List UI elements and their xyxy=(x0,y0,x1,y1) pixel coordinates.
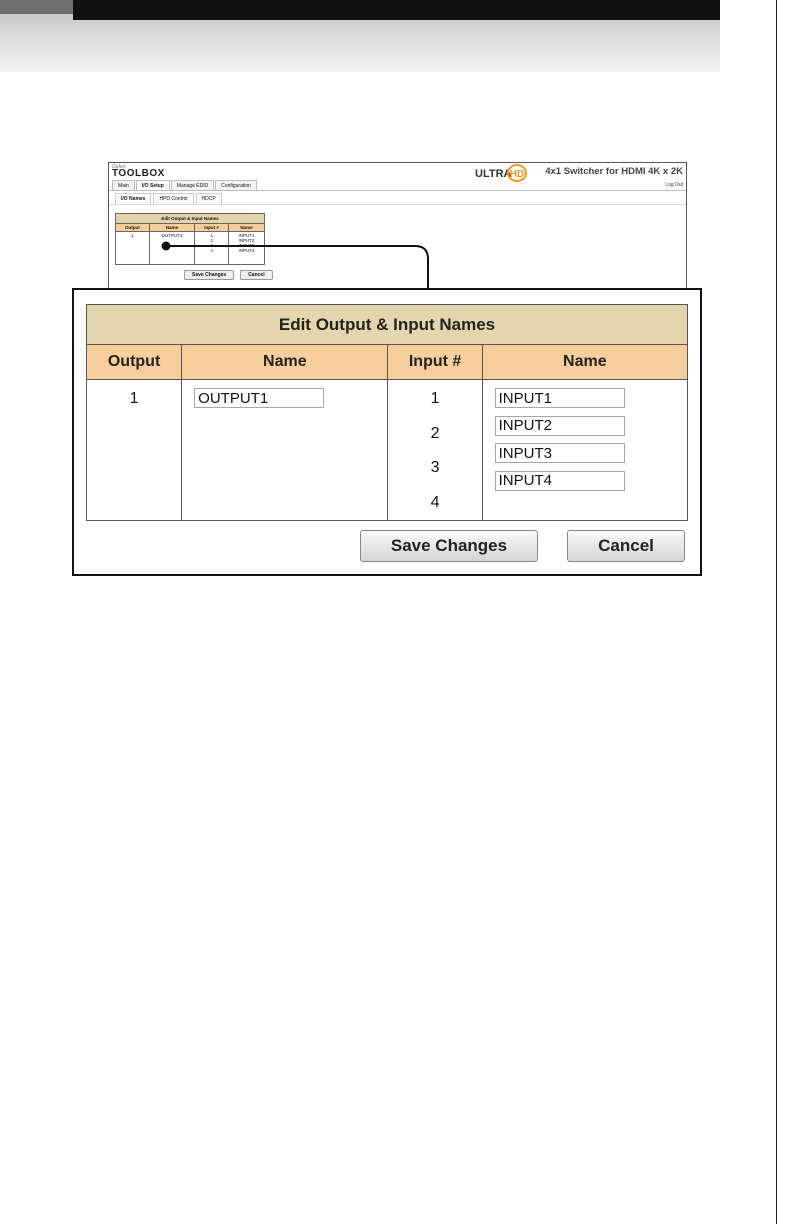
input-name-field[interactable] xyxy=(494,470,625,491)
input-name-field[interactable] xyxy=(494,415,625,436)
mini-tab-configuration[interactable]: Configuration xyxy=(215,180,257,191)
header-output-name: Name xyxy=(181,344,389,380)
mini-save-button[interactable]: Save Changes xyxy=(184,270,235,280)
mini-output-number: 1 xyxy=(115,231,150,265)
mini-logout-link[interactable]: Log Out xyxy=(665,182,683,188)
mini-input-number: 2 xyxy=(210,238,213,243)
input-name-field[interactable] xyxy=(494,388,625,408)
mini-tab-main[interactable]: Main xyxy=(112,180,135,191)
table-title: Edit Output & Input Names xyxy=(86,304,688,345)
mini-tab-io-setup[interactable]: I/O Setup xyxy=(135,180,170,191)
output-number-cell: 1 xyxy=(85,379,183,521)
mini-input-name[interactable]: INPUT4 xyxy=(238,248,255,253)
page-edge-rule xyxy=(776,0,777,1224)
mini-tab-manage-edid[interactable]: Manage EDID xyxy=(170,180,215,191)
mini-output-name[interactable]: OUTPUT1 xyxy=(148,231,196,265)
mini-header-input: Input # xyxy=(194,223,229,232)
mini-table-title: Edit Output & Input Names xyxy=(115,213,265,224)
mini-logo-small: Gefen xyxy=(112,164,126,170)
mini-tab-bar: Main I/O Setup Manage EDID Configuration xyxy=(112,180,258,191)
mini-cancel-button[interactable]: Cancel xyxy=(240,270,273,280)
mini-names-table: Edit Output & Input Names Output Name In… xyxy=(115,213,266,265)
input-number: 3 xyxy=(430,459,440,476)
input-number-cell: 1 2 3 4 xyxy=(387,379,483,521)
mini-logo: TOOLBOX xyxy=(112,168,165,179)
mini-input-number: 4 xyxy=(210,248,213,253)
output-name-field[interactable] xyxy=(194,388,325,408)
mini-input-name[interactable]: INPUT2 xyxy=(238,238,255,243)
input-number: 1 xyxy=(430,390,440,407)
mini-brand-hd-icon: HD xyxy=(507,164,527,182)
mini-screenshot: Gefen TOOLBOX ULTRA HD 4x1 Switcher for … xyxy=(108,162,687,290)
mini-input-names: INPUT1 INPUT2 INPUT3 INPUT4 xyxy=(227,231,266,265)
mini-input-numbers: 1 2 3 4 xyxy=(194,231,229,265)
mini-button-row: Save Changes Cancel xyxy=(184,270,273,280)
output-number: 1 xyxy=(129,390,139,407)
header-input-name: Name xyxy=(481,344,689,380)
page-header-bar xyxy=(73,0,720,20)
zoomed-panel: Edit Output & Input Names Output Name In… xyxy=(72,288,702,576)
input-name-field[interactable] xyxy=(494,443,625,463)
mini-product-title: 4x1 Switcher for HDMI 4K x 2K xyxy=(545,166,683,177)
header-input-number: Input # xyxy=(387,344,483,380)
mini-header-output: Output xyxy=(115,223,150,232)
header-output: Output xyxy=(85,344,183,380)
mini-input-number: 1 xyxy=(210,233,213,238)
input-name-cell xyxy=(481,379,689,521)
mini-header-name: Name xyxy=(227,223,266,232)
cancel-button[interactable]: Cancel xyxy=(567,530,685,562)
output-name-cell xyxy=(181,379,389,521)
mini-input-name[interactable]: INPUT1 xyxy=(238,233,255,238)
input-number: 2 xyxy=(430,424,440,442)
save-changes-button[interactable]: Save Changes xyxy=(360,530,538,562)
mini-divider xyxy=(109,190,686,191)
mini-header-name: Name xyxy=(148,223,196,232)
mini-brand-ultra: ULTRA xyxy=(475,168,512,180)
names-table: Edit Output & Input Names Output Name In… xyxy=(85,304,689,521)
input-number: 4 xyxy=(430,493,440,511)
page-header-stripe xyxy=(0,0,73,14)
mini-divider-2 xyxy=(109,204,686,205)
